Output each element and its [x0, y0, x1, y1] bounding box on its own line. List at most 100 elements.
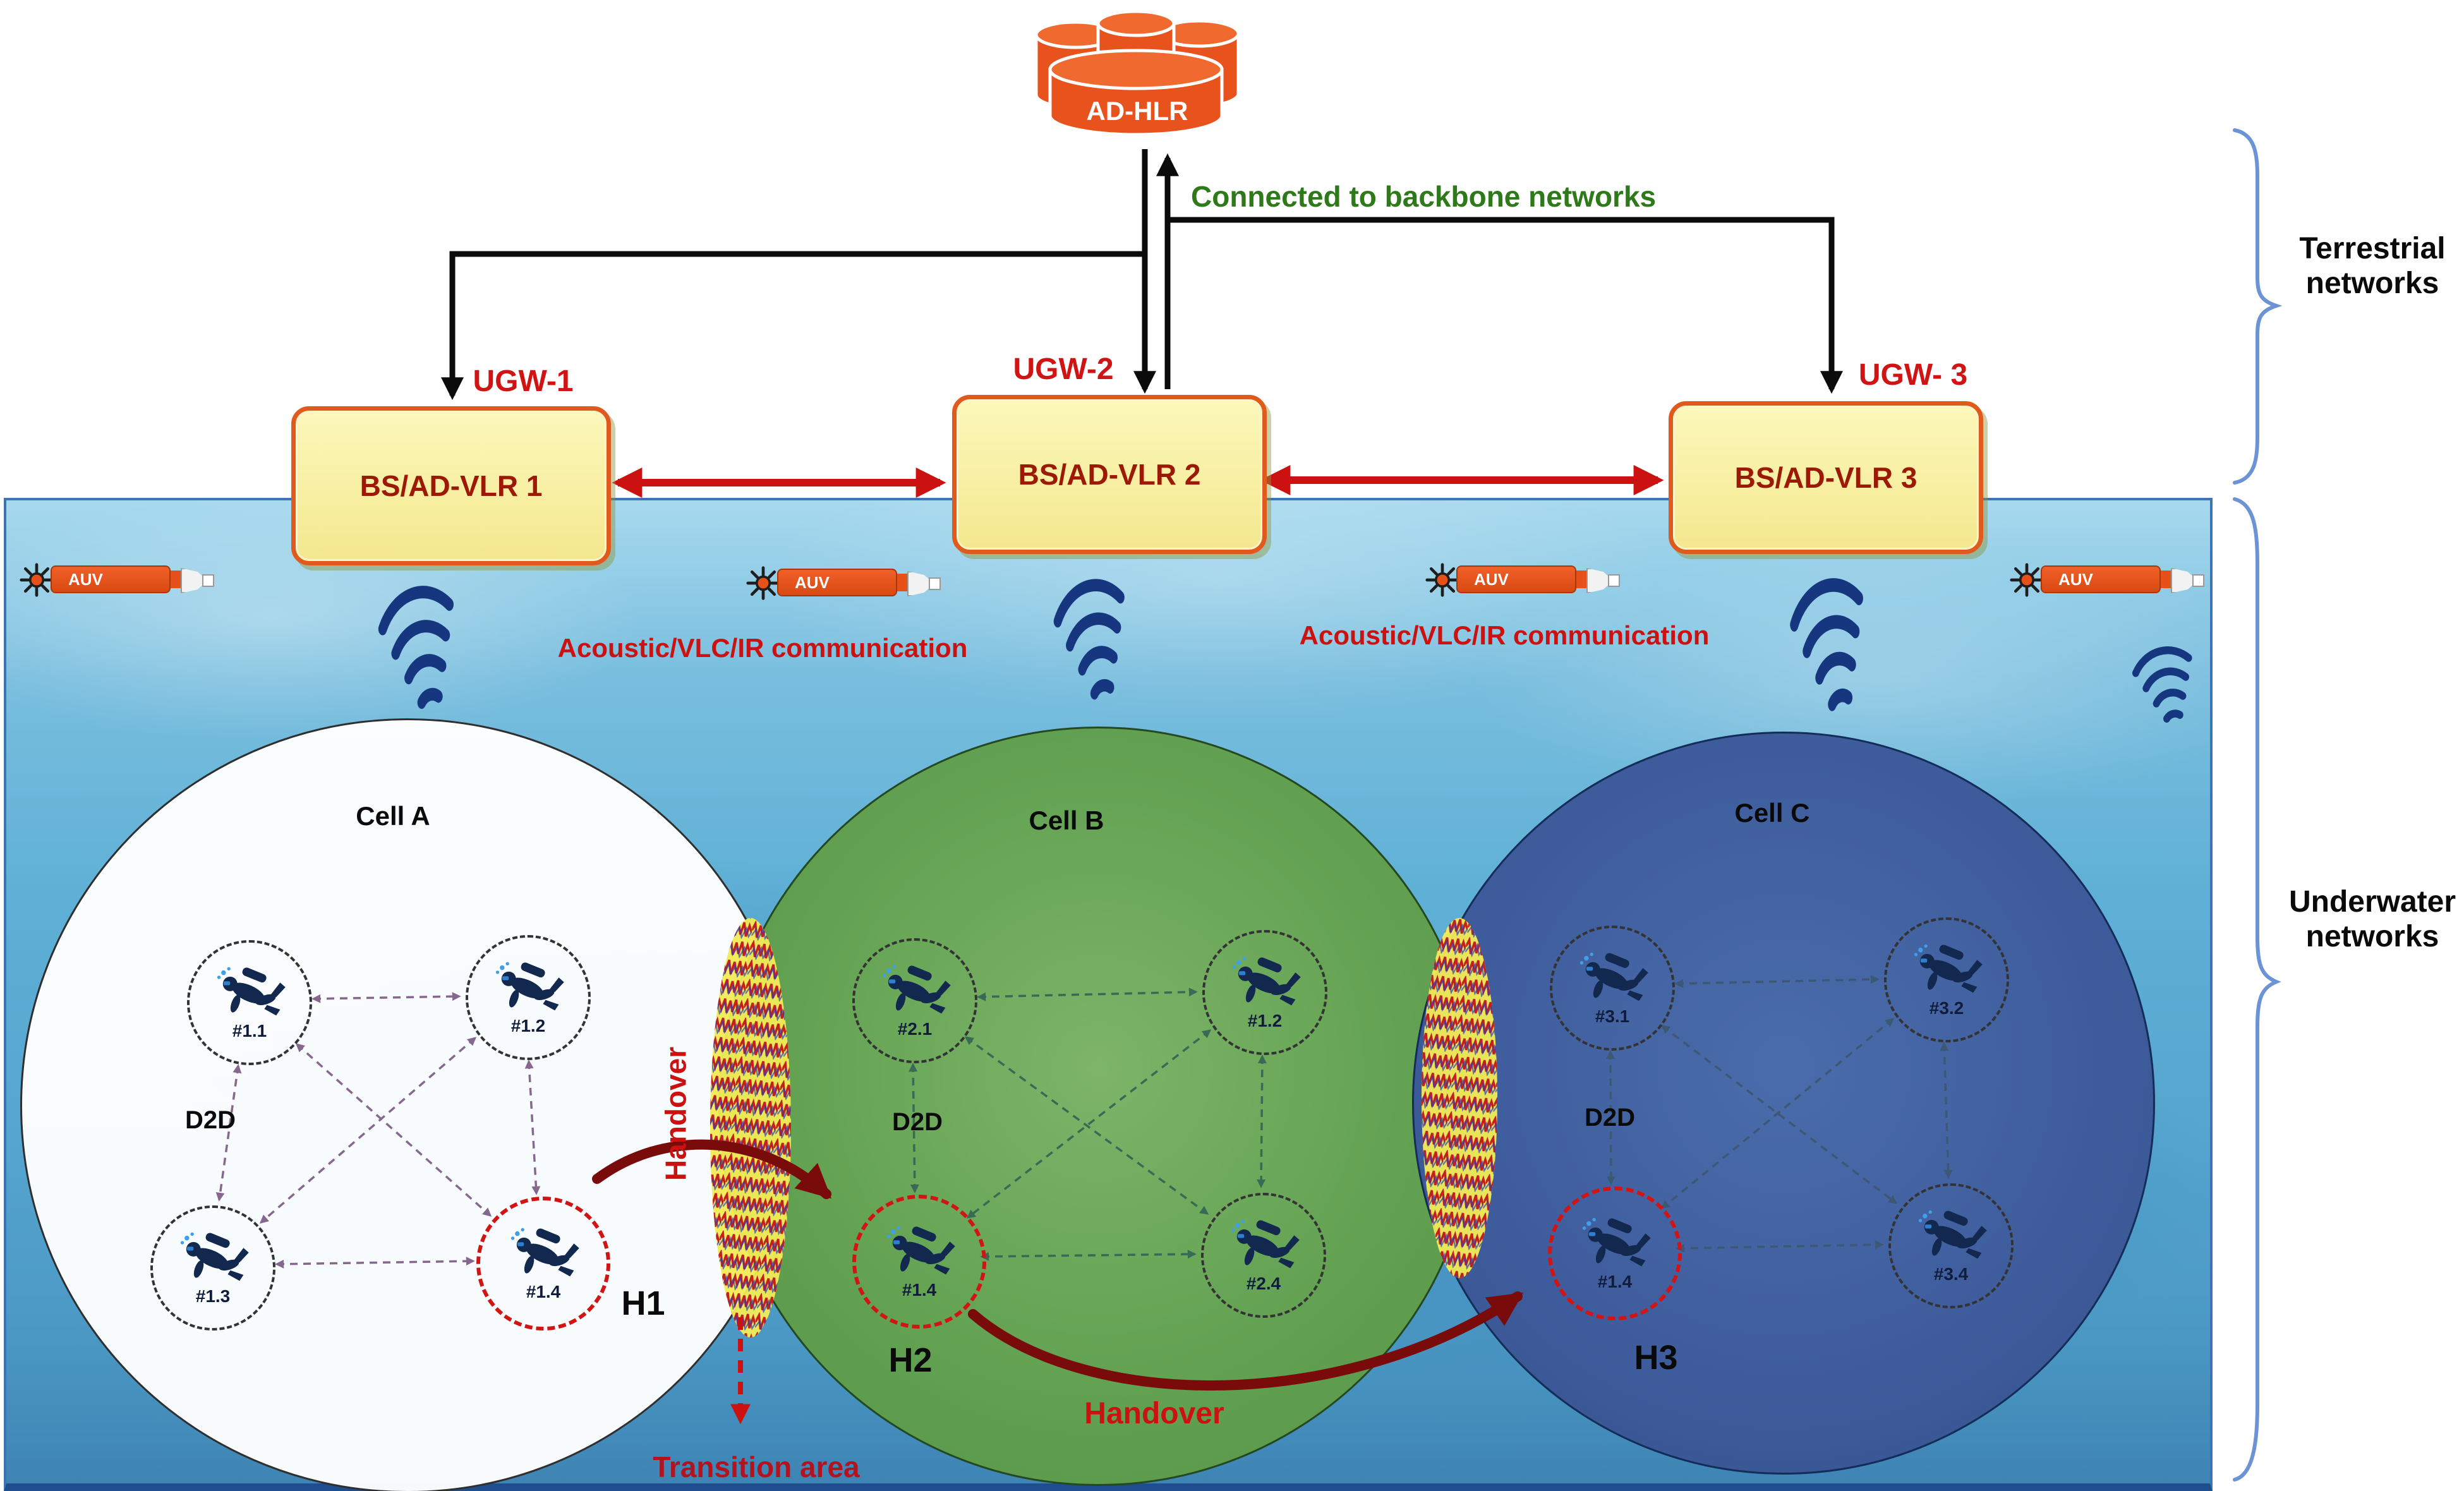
diver-id: #1.3 — [195, 1286, 231, 1306]
cell-c-circle — [1412, 732, 2155, 1475]
diver-id: #1.4 — [526, 1282, 561, 1301]
acoustic-label-1: Acoustic/VLC/IR communication — [557, 633, 968, 663]
diver-id: #1.2 — [510, 1016, 546, 1035]
scuba-diver-icon — [210, 964, 289, 1023]
diver-node: #3.2 — [1884, 917, 2009, 1042]
cell-a-label: Cell A — [356, 801, 430, 831]
scuba-diver-icon — [1912, 1207, 1991, 1267]
diver-node: #1.1 — [187, 940, 312, 1065]
auv-nose — [181, 568, 205, 593]
adhlr-label: AD-HLR — [1086, 96, 1188, 126]
adhlr-database-icon — [1034, 9, 1240, 136]
backbone-networks-label: Connected to backbone networks — [1191, 180, 1657, 213]
scuba-diver-icon — [174, 1229, 253, 1289]
bs2-label: BS/AD-VLR 2 — [1018, 458, 1201, 491]
diver-id: #3.4 — [1933, 1264, 1969, 1284]
auv-nose — [1586, 568, 1610, 593]
auv-nose — [907, 571, 931, 596]
auv-neck — [897, 574, 907, 591]
auv-body: AUV — [51, 565, 171, 593]
auv-body: AUV — [2041, 565, 2161, 593]
d2d-label-b: D2D — [891, 1108, 943, 1136]
auv-label: AUV — [68, 569, 103, 589]
cell-b-circle — [718, 727, 1478, 1486]
diver-id: #3.1 — [1595, 1006, 1630, 1026]
bs-ad-vlr-3-box: BS/AD-VLR 3 — [1669, 401, 1983, 554]
auv-tail — [1608, 574, 1620, 587]
propeller-icon — [746, 565, 781, 601]
auv-4: AUV — [2009, 557, 2205, 603]
scuba-diver-icon — [504, 1225, 583, 1284]
diver-node: #1.2 — [466, 935, 591, 1060]
scuba-diver-icon — [1226, 954, 1305, 1013]
d2d-label-a: D2D — [184, 1106, 236, 1134]
d2d-label-c: D2D — [1584, 1104, 1636, 1132]
auv-body: AUV — [1456, 565, 1576, 593]
diver-node-handover: #1.4 — [852, 1195, 986, 1329]
diver-id: #1.4 — [1597, 1272, 1633, 1291]
diver-node: #3.1 — [1550, 926, 1675, 1051]
diver-node-handover: #1.4 — [476, 1197, 610, 1331]
auv-nose — [2171, 568, 2195, 593]
acoustic-signal-icon — [1779, 553, 1883, 723]
cell-b-label: Cell B — [1029, 806, 1104, 835]
underwater-brace — [2233, 497, 2281, 1482]
scuba-diver-icon — [1224, 1217, 1303, 1276]
acoustic-signal-icon — [2123, 632, 2208, 730]
scuba-diver-icon — [876, 962, 955, 1022]
scuba-diver-icon — [1573, 950, 1652, 1009]
terrestrial-networks-label: Terrestrial networks — [2299, 232, 2446, 301]
auv-tail — [929, 577, 941, 590]
handover-vertical-label: Handover — [659, 1046, 692, 1181]
acoustic-label-2: Acoustic/VLC/IR communication — [1299, 620, 1710, 650]
auv-neck — [171, 570, 181, 588]
auv-3: AUV — [1425, 557, 1621, 603]
bs3-label: BS/AD-VLR 3 — [1734, 461, 1917, 494]
diver-id: #1.1 — [232, 1021, 267, 1041]
scuba-diver-icon — [1576, 1215, 1655, 1274]
bs-ad-vlr-2-box: BS/AD-VLR 2 — [952, 395, 1267, 554]
auv-neck — [1576, 570, 1586, 588]
terrestrial-brace — [2233, 128, 2283, 485]
ugw3-label: UGW- 3 — [1858, 358, 1968, 392]
auv-1: AUV — [19, 557, 215, 603]
ugw1-label: UGW-1 — [473, 365, 574, 398]
auv-label: AUV — [1474, 569, 1509, 589]
bs-ad-vlr-1-box: BS/AD-VLR 1 — [291, 406, 611, 565]
diver-node: #1.2 — [1202, 930, 1327, 1055]
diver-id: #1.2 — [1247, 1011, 1283, 1030]
scuba-diver-icon — [1907, 941, 1986, 1001]
diver-node: #2.4 — [1201, 1193, 1326, 1318]
diver-id: #2.1 — [897, 1019, 933, 1039]
acoustic-signal-icon — [1042, 556, 1144, 711]
h1-label: H1 — [621, 1284, 665, 1322]
diver-node: #2.1 — [852, 938, 977, 1063]
diver-id: #3.2 — [1929, 998, 1964, 1018]
cell-c-label: Cell C — [1734, 798, 1810, 828]
diver-node: #1.3 — [150, 1205, 275, 1331]
auv-body: AUV — [777, 569, 897, 596]
diver-id: #1.4 — [902, 1280, 937, 1300]
diver-node: #3.4 — [1888, 1183, 2014, 1308]
auv-2: AUV — [746, 560, 941, 606]
ugw2-label: UGW-2 — [1013, 353, 1114, 386]
scuba-diver-icon — [489, 959, 568, 1018]
auv-label: AUV — [2058, 569, 2093, 589]
scuba-diver-icon — [880, 1223, 959, 1283]
handover-horizontal-label: Handover — [1084, 1397, 1224, 1430]
propeller-icon — [2009, 562, 2044, 598]
underwater-networks-label: Underwater networks — [2288, 885, 2456, 954]
transition-area-label: Transition area — [653, 1451, 860, 1483]
bs1-label: BS/AD-VLR 1 — [359, 469, 543, 502]
acoustic-signal-icon — [366, 562, 474, 720]
h3-label: H3 — [1634, 1339, 1678, 1377]
propeller-icon — [19, 562, 54, 598]
diver-id: #2.4 — [1246, 1274, 1281, 1293]
auv-tail — [2192, 574, 2204, 587]
propeller-icon — [1425, 562, 1460, 598]
auv-neck — [2161, 570, 2171, 588]
auv-label: AUV — [795, 572, 830, 592]
h2-label: H2 — [888, 1341, 933, 1379]
diver-node-handover: #1.4 — [1548, 1186, 1682, 1320]
